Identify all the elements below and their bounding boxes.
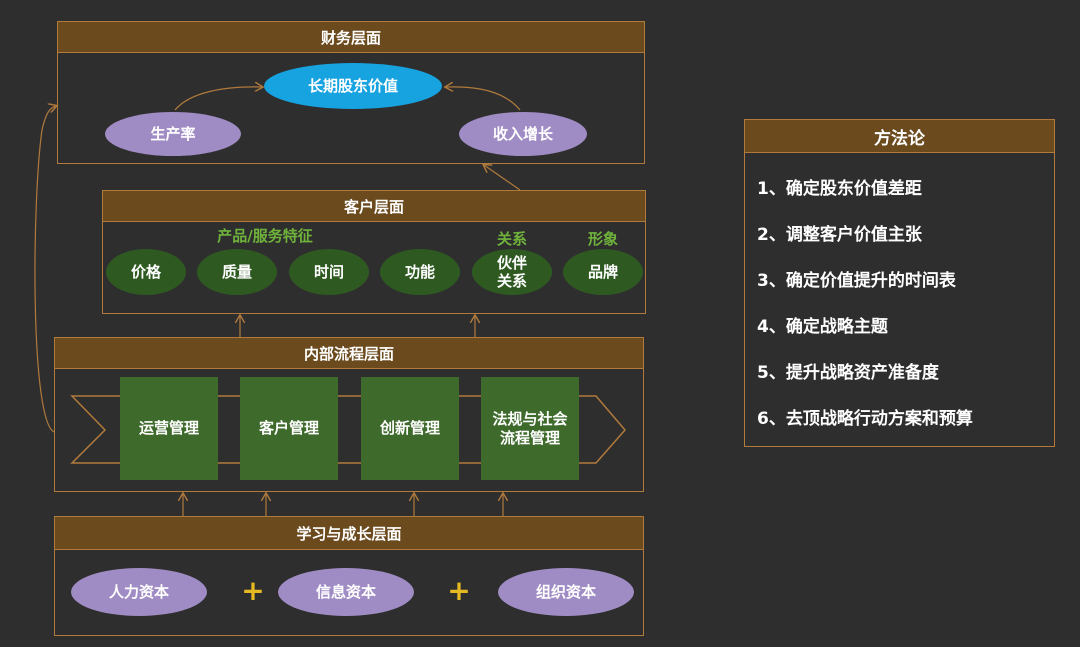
innovation-management-box: 创新管理: [361, 377, 459, 480]
learning-panel: 学习与成长层面: [54, 516, 644, 636]
method-item-3: 3、确定价值提升的时间表: [757, 271, 956, 291]
human-capital-ellipse: 人力资本: [71, 568, 207, 616]
customer-item-time: 时间: [289, 249, 369, 295]
learning-header: 学习与成长层面: [55, 517, 643, 550]
image-label: 形象: [587, 230, 618, 248]
relationship-label: 关系: [496, 230, 527, 248]
customer-item-quality: 质量: [197, 249, 277, 295]
productivity-ellipse: 生产率: [105, 112, 241, 156]
internal-title: 内部流程层面: [303, 344, 394, 363]
plus-sign-1: +: [241, 574, 265, 607]
long-term-shareholder-value: 长期股东价值: [264, 63, 442, 109]
information-capital-ellipse: 信息资本: [278, 568, 414, 616]
plus-sign-2: +: [447, 574, 471, 607]
methodology-panel: 方法论: [744, 119, 1055, 447]
organization-capital-ellipse: 组织资本: [498, 568, 634, 616]
ops-management-box: 运营管理: [120, 377, 218, 480]
method-item-1: 1、确定股东价值差距: [757, 179, 922, 199]
product-service-label: 产品/服务特征: [217, 227, 313, 245]
customer-item-partnership: 伙伴 关系: [472, 249, 552, 295]
customer-management-box: 客户管理: [240, 377, 338, 480]
internal-header: 内部流程层面: [55, 338, 643, 369]
internal-to-financial-loop-arrow: [34, 106, 56, 433]
methodology-title: 方法论: [874, 128, 925, 149]
method-item-4: 4、确定战略主题: [757, 317, 888, 337]
customer-to-financial-arrow: [484, 165, 521, 191]
financial-title: 财务层面: [320, 28, 381, 47]
customer-item-brand: 品牌: [563, 249, 643, 295]
financial-panel: 财务层面: [57, 21, 645, 164]
regulatory-social-box: 法规与社会流程管理: [481, 377, 579, 480]
method-item-2: 2、调整客户价值主张: [757, 225, 922, 245]
learning-title: 学习与成长层面: [296, 524, 402, 543]
customer-item-function: 功能: [380, 249, 460, 295]
customer-title: 客户层面: [343, 197, 404, 216]
customer-header: 客户层面: [103, 191, 645, 222]
customer-item-price: 价格: [106, 249, 186, 295]
financial-header: 财务层面: [58, 22, 644, 53]
customer-panel: 客户层面: [102, 190, 646, 314]
revenue-growth-ellipse: 收入增长: [459, 112, 587, 156]
method-item-6: 6、去顶战略行动方案和预算: [757, 409, 973, 429]
internal-panel: 内部流程层面: [54, 337, 644, 492]
method-item-5: 5、提升战略资产准备度: [757, 363, 939, 383]
methodology-header: 方法论: [745, 120, 1054, 153]
